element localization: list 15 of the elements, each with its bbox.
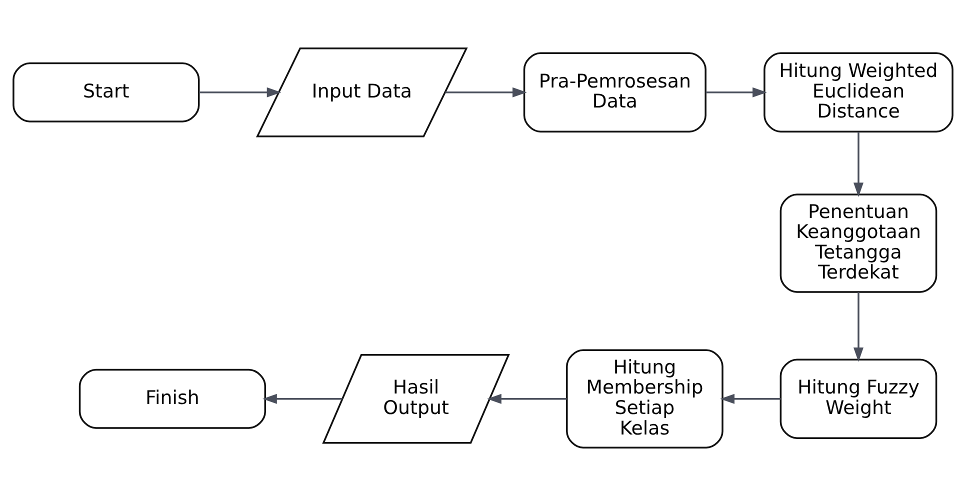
node-box: Hitung Weighted Euclidean Distance [764,52,954,132]
arrow [720,394,781,404]
node-box: Penentuan Keanggotaan Tetangga Terdekat [780,194,938,293]
node-box: Hitung Membership Setiap Kelas [566,349,724,448]
arrow [487,394,567,404]
node-box: Pra-Pemrosesan Data [523,52,706,132]
node-box: Hitung Fuzzy Weight [780,358,938,439]
arrow [199,87,282,98]
node-box: Finish [78,368,266,429]
arrow [706,87,767,98]
arrow [853,132,864,197]
node-box: Start [12,62,200,122]
arrow [262,394,342,404]
arrow [853,292,864,362]
arrow [445,87,527,98]
